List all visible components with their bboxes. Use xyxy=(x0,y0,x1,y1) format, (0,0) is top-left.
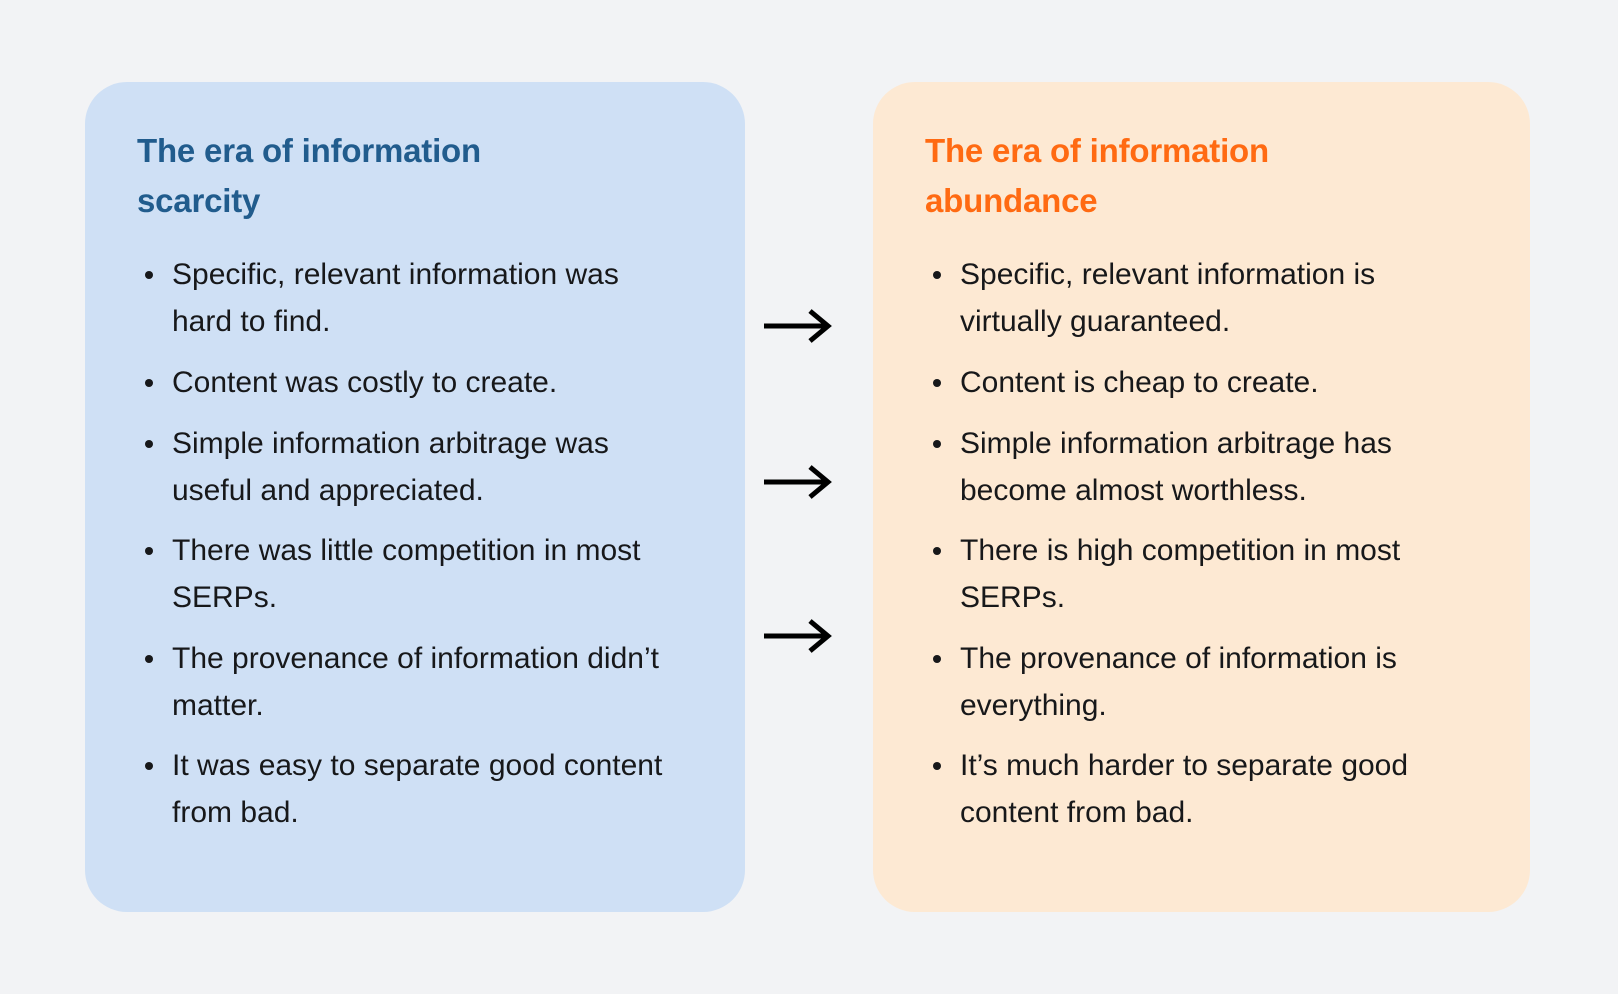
list-item: Simple information arbitrage was useful … xyxy=(137,421,677,515)
list-item-text: It was easy to separate good content fro… xyxy=(172,749,663,830)
arrow-right-icon xyxy=(760,616,835,656)
list-item: There is high competition in most SERPs. xyxy=(925,528,1480,622)
list-item: Specific, relevant information was hard … xyxy=(137,252,677,346)
panel-right-bullet-list: Specific, relevant information is virtua… xyxy=(925,252,1490,837)
bullet-dot-icon xyxy=(145,654,153,663)
bullet-dot-icon xyxy=(145,271,153,280)
list-item-text: The provenance of information didn’t mat… xyxy=(172,641,659,722)
bullet-dot-icon xyxy=(933,547,941,556)
bullet-dot-icon xyxy=(145,547,153,556)
panel-information-abundance: The era of information abundance Specifi… xyxy=(873,82,1530,912)
list-item-text: Simple information arbitrage was useful … xyxy=(172,426,609,507)
list-item-text: There was little competition in most SER… xyxy=(172,534,641,615)
list-item: There was little competition in most SER… xyxy=(137,528,677,622)
list-item: It’s much harder to separate good conten… xyxy=(925,743,1480,837)
list-item-text: There is high competition in most SERPs. xyxy=(960,534,1401,615)
list-item-text: Simple information arbitrage has become … xyxy=(960,426,1392,507)
bullet-dot-icon xyxy=(933,271,941,280)
bullet-dot-icon xyxy=(933,378,941,387)
bullet-dot-icon xyxy=(145,439,153,448)
list-item: Simple information arbitrage has become … xyxy=(925,421,1480,515)
bullet-dot-icon xyxy=(933,654,941,663)
arrow-right-icon xyxy=(760,306,835,346)
list-item: It was easy to separate good content fro… xyxy=(137,743,677,837)
panel-information-scarcity: The era of information scarcity Specific… xyxy=(85,82,745,912)
panel-left-title: The era of information scarcity xyxy=(137,132,481,220)
bullet-dot-icon xyxy=(933,439,941,448)
panel-right-title: The era of information abundance xyxy=(925,132,1269,220)
list-item-text: Content was costly to create. xyxy=(172,365,558,399)
list-item: Content was costly to create. xyxy=(137,360,677,407)
bullet-dot-icon xyxy=(145,762,153,771)
list-item: Content is cheap to create. xyxy=(925,360,1480,407)
list-item: Specific, relevant information is virtua… xyxy=(925,252,1480,346)
list-item: The provenance of information didn’t mat… xyxy=(137,636,677,730)
list-item-text: The provenance of information is everyth… xyxy=(960,641,1397,722)
list-item-text: Specific, relevant information is virtua… xyxy=(960,258,1376,339)
list-item-text: Content is cheap to create. xyxy=(960,365,1319,399)
arrow-right-icon xyxy=(760,462,835,502)
bullet-dot-icon xyxy=(145,378,153,387)
list-item-text: It’s much harder to separate good conten… xyxy=(960,749,1409,830)
list-item-text: Specific, relevant information was hard … xyxy=(172,258,619,339)
bullet-dot-icon xyxy=(933,762,941,771)
list-item: The provenance of information is everyth… xyxy=(925,636,1480,730)
panel-left-bullet-list: Specific, relevant information was hard … xyxy=(137,252,705,837)
